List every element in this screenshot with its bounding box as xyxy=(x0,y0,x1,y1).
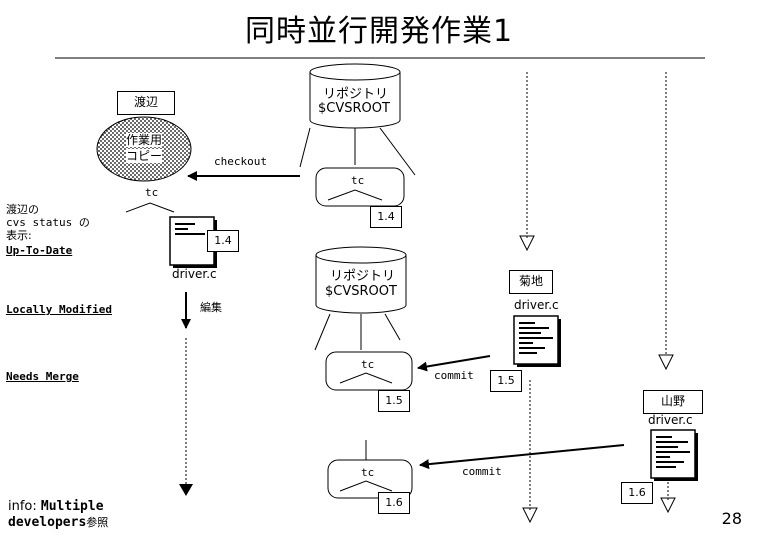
status-caption-line3: 表示: xyxy=(6,229,32,242)
repository-label-top: リポジトリ xyxy=(323,87,389,102)
info-line1: info: Multiple xyxy=(8,500,104,514)
info-multiple: Multiple xyxy=(40,499,104,514)
version-repo-top: 1.4 xyxy=(370,206,402,228)
version-watanabe-file: 1.4 xyxy=(207,230,239,252)
repository-cylinder-mid xyxy=(315,246,407,314)
version-repo-bottom: 1.6 xyxy=(378,492,410,514)
user-yamano: 山野 xyxy=(643,390,703,414)
filename-yamano: driver.c xyxy=(648,413,693,427)
user-kikuchi: 菊地 xyxy=(509,270,553,294)
page-number: 28 xyxy=(721,509,742,528)
info-developers: developers xyxy=(8,515,87,530)
yamano-file-icon xyxy=(650,429,698,481)
tc-label-top: tc xyxy=(351,174,365,187)
working-copy-line2: コピー xyxy=(126,149,163,163)
tc-label-watanabe: tc xyxy=(145,186,159,199)
watanabe-tc-caret xyxy=(125,202,175,213)
repo-mid-branch-right xyxy=(384,313,401,341)
checkout-label: checkout xyxy=(214,155,267,168)
tc-box-bottom xyxy=(327,459,413,499)
commit-arrow-kikuchi xyxy=(417,355,491,372)
commit-arrow-yamano xyxy=(419,444,625,470)
status-up-to-date: Up-To-Date xyxy=(6,244,73,257)
tc-label-mid: tc xyxy=(361,358,375,371)
watanabe-timeline-head xyxy=(179,484,193,496)
edit-label: 編集 xyxy=(200,301,222,314)
filename-watanabe: driver.c xyxy=(172,267,217,281)
repo-top-branch-left xyxy=(299,127,311,168)
repository-label-mid: リポジトリ xyxy=(330,269,396,284)
working-copy-line1: 作業用 xyxy=(126,133,163,147)
user-watanabe: 渡辺 xyxy=(117,91,175,115)
version-kikuchi-file: 1.5 xyxy=(490,370,522,392)
watanabe-file-icon xyxy=(169,216,217,268)
commit-label-2: commit xyxy=(462,465,502,478)
status-caption-line2: cvs status の xyxy=(6,216,90,229)
repository-root-mid: $CVSROOT xyxy=(325,284,397,299)
yamano-timeline-head xyxy=(658,354,674,371)
commit-label-1: commit xyxy=(434,369,474,382)
repo-top-branch-right xyxy=(379,127,416,176)
info-prefix: info: xyxy=(8,499,37,514)
repo-mid-branch-left xyxy=(314,313,331,351)
status-locally-modified: Locally Modified xyxy=(6,303,112,316)
tc-label-bottom: tc xyxy=(361,466,375,479)
info-suffix: 参照 xyxy=(86,516,109,529)
kikuchi-timeline-head xyxy=(519,235,535,252)
kikuchi-file-icon xyxy=(513,315,561,367)
version-yamano-file: 1.6 xyxy=(621,482,653,504)
slide-title: 同時並行開発作業1 xyxy=(244,14,514,49)
repository-root-top: $CVSROOT xyxy=(318,101,390,116)
info-line2: developers参照 xyxy=(8,516,108,530)
filename-kikuchi: driver.c xyxy=(514,298,559,312)
status-needs-merge: Needs Merge xyxy=(6,370,79,383)
status-caption-line1: 渡辺の xyxy=(6,203,39,216)
version-repo-mid: 1.5 xyxy=(378,390,410,412)
